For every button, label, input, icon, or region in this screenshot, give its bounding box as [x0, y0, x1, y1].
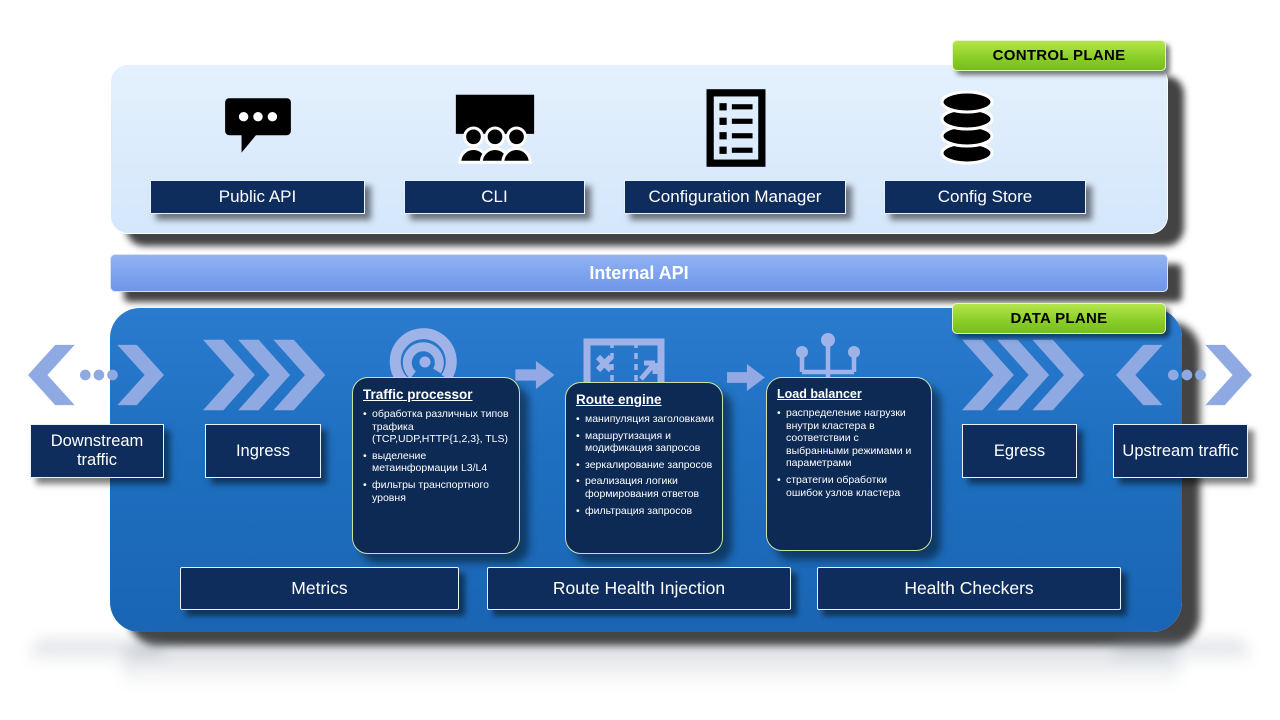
load-balancer-card: Load balancer распределение нагрузки вну…: [766, 377, 932, 551]
control-item-public-api: Public API: [150, 180, 365, 214]
card-bullet: маршрутизация и модификация запросов: [576, 430, 714, 455]
upstream-traffic-box: Upstream traffic: [1113, 424, 1248, 478]
internal-api-bar: Internal API: [110, 254, 1168, 292]
route-engine-card: Route engine манипуляция заголовками мар…: [565, 382, 723, 554]
control-plane-badge: CONTROL PLANE: [952, 40, 1166, 71]
traffic-processor-card: Traffic processor обработка различных ти…: [352, 377, 520, 554]
route-health-injection-bar: Route Health Injection: [487, 567, 791, 610]
traffic-processor-title: Traffic processor: [363, 387, 473, 402]
load-balancer-bullets: распределение нагрузки внутри кластера в…: [777, 407, 923, 499]
database-icon: [938, 88, 996, 168]
chat-bubble-icon: [221, 92, 295, 164]
card-bullet: выделение метаинформации L3/L4: [363, 450, 511, 475]
control-item-cli: CLI: [404, 180, 585, 214]
card-bullet: стратегии обработки ошибок узлов кластер…: [777, 474, 923, 499]
control-item-configuration-manager: Configuration Manager: [624, 180, 846, 214]
egress-chevrons-icon: [962, 336, 1088, 414]
card-bullet: распределение нагрузки внутри кластера в…: [777, 407, 923, 470]
card-bullet: реализация логики формирования ответов: [576, 475, 714, 500]
metrics-bar: Metrics: [180, 567, 459, 610]
upstream-bidirectional-flow-icon: [1116, 344, 1252, 406]
downstream-traffic-box: Downstream traffic: [30, 424, 164, 478]
panel-reflection: [122, 644, 1180, 692]
shell-spiral-icon: [382, 324, 468, 388]
route-engine-bullets: манипуляция заголовками маршрутизация и …: [576, 413, 714, 517]
downstream-bidirectional-flow-icon: [28, 344, 164, 406]
route-engine-title: Route engine: [576, 392, 662, 407]
card-bullet: фильтры транспортного уровня: [363, 479, 511, 504]
ingress-chevrons-icon: [203, 336, 329, 414]
flow-arrow-right-icon: [726, 364, 766, 391]
card-bullet: фильтрация запросов: [576, 505, 714, 518]
egress-box: Egress: [962, 424, 1077, 478]
data-plane-badge: DATA PLANE: [952, 303, 1166, 334]
left-reflection: [30, 640, 166, 668]
flow-arrow-right-icon: [514, 361, 556, 389]
presentation-audience-icon: [450, 92, 540, 164]
card-bullet: зеркалирование запросов: [576, 459, 714, 472]
checklist-icon: [706, 88, 766, 168]
network-nodes-icon: [788, 330, 868, 386]
load-balancer-title: Load balancer: [777, 387, 862, 401]
card-bullet: обработка различных типов трафика (TCP,U…: [363, 408, 511, 446]
ingress-box: Ingress: [205, 424, 321, 478]
right-reflection: [1112, 640, 1250, 668]
health-checkers-bar: Health Checkers: [817, 567, 1121, 610]
card-bullet: манипуляция заголовками: [576, 413, 714, 426]
control-item-config-store: Config Store: [884, 180, 1086, 214]
traffic-processor-bullets: обработка различных типов трафика (TCP,U…: [363, 408, 511, 504]
